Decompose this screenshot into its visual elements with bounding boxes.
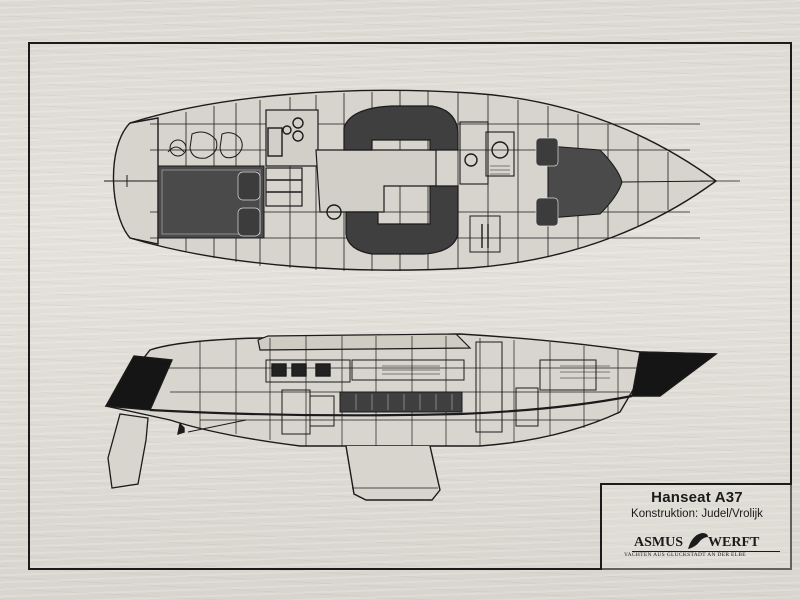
model-name: Hanseat A37 bbox=[651, 489, 743, 506]
title-block: Hanseat A37 Konstruktion: Judel/Vrolijk … bbox=[600, 483, 792, 570]
saloon-berth-profile bbox=[339, 391, 463, 413]
v-berth bbox=[547, 145, 623, 219]
logo-text-left: ASMUS bbox=[634, 535, 684, 550]
logo-text-right: WERFT bbox=[708, 535, 760, 550]
coachroof bbox=[257, 333, 472, 351]
deck-plan bbox=[104, 89, 740, 271]
stern-stripe bbox=[104, 355, 174, 411]
bow-stripe bbox=[631, 351, 719, 397]
logo-rule bbox=[632, 551, 780, 552]
drawing-frame bbox=[28, 42, 792, 570]
designer-credit: Konstruktion: Judel/Vrolijk bbox=[631, 508, 763, 520]
seal-icon bbox=[688, 533, 708, 549]
settee-port bbox=[343, 105, 459, 151]
rudder bbox=[107, 413, 149, 489]
settee-starboard bbox=[345, 185, 459, 255]
profile bbox=[104, 333, 719, 501]
galley bbox=[265, 109, 319, 167]
profile-grid-lines bbox=[160, 336, 640, 446]
hull-profile bbox=[104, 333, 717, 447]
aft-locker-items bbox=[167, 131, 243, 159]
keel bbox=[345, 445, 441, 501]
logo-tagline: YACHTEN AUS GLÜCKSTADT AN DER ELBE bbox=[624, 552, 746, 558]
